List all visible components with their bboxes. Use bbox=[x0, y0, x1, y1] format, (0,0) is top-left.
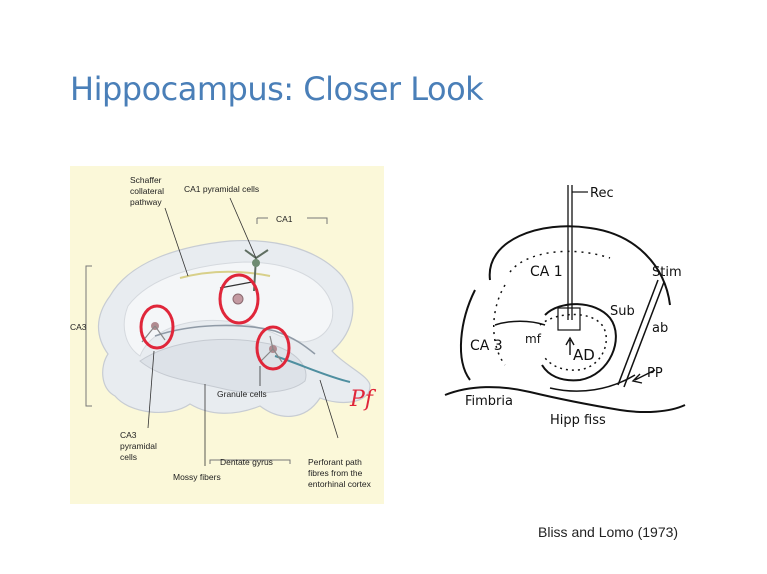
schaffer-label-2: collateral bbox=[130, 186, 164, 196]
stim-label: Stim bbox=[652, 265, 682, 280]
left-outline bbox=[461, 290, 475, 380]
outer-outline bbox=[490, 226, 670, 305]
dentate-gyrus-outline bbox=[542, 304, 616, 380]
hipp-fiss-label: Hipp fiss bbox=[550, 413, 606, 428]
slide-title: Hippocampus: Closer Look bbox=[70, 70, 483, 108]
perforant-label-2: fibres from the bbox=[308, 468, 363, 478]
ca3-region-label: CA 3 bbox=[470, 338, 503, 354]
rec-box bbox=[558, 308, 580, 330]
perforant-label-3: entorhinal cortex bbox=[308, 479, 372, 489]
rec-label: Rec bbox=[590, 186, 614, 201]
ca3-pyramidal-label-3: cells bbox=[120, 452, 137, 462]
perforant-label-1: Perforant path bbox=[308, 457, 362, 467]
schaffer-label-3: pathway bbox=[130, 197, 162, 207]
hipp-fissure-line bbox=[550, 375, 635, 391]
ca3-bracket bbox=[86, 266, 92, 406]
ca3-pyramidal-label-1: CA3 bbox=[120, 430, 137, 440]
citation: Bliss and Lomo (1973) bbox=[538, 524, 678, 540]
schaffer-label-1: Schaffer bbox=[130, 175, 162, 185]
mossy-fiber-line bbox=[495, 321, 545, 325]
fimbria-label: Fimbria bbox=[465, 394, 513, 409]
ca1-label: CA1 bbox=[276, 214, 293, 224]
ab-label: ab bbox=[652, 321, 668, 336]
bliss-lomo-schematic: Rec Stim CA 1 Sub ab CA 3 mf AD PP Fimbr… bbox=[430, 180, 690, 430]
dentate-gyrus-label: Dentate gyrus bbox=[220, 457, 273, 467]
bliss-lomo-schematic-svg: Rec Stim CA 1 Sub ab CA 3 mf AD PP Fimbr… bbox=[430, 180, 690, 430]
ad-label: AD bbox=[573, 346, 595, 364]
mf-label: mf bbox=[525, 332, 542, 346]
mossy-fibers-label: Mossy fibers bbox=[173, 472, 221, 482]
ca1-region-label: CA 1 bbox=[530, 264, 563, 280]
sub-label: Sub bbox=[610, 304, 635, 319]
ca1-small-cell bbox=[233, 294, 243, 304]
ca1-pyramidal-label: CA1 pyramidal cells bbox=[184, 184, 259, 194]
pp-label: PP bbox=[647, 366, 663, 381]
granule-cells-label: Granule cells bbox=[217, 389, 267, 399]
ca3-pyramidal-label-2: pyramidal bbox=[120, 441, 157, 451]
hippocampus-illustration: Schaffer collateral pathway CA1 pyramida… bbox=[70, 166, 384, 504]
ca3-label: CA3 bbox=[70, 322, 87, 332]
hippocampus-illustration-svg: Schaffer collateral pathway CA1 pyramida… bbox=[70, 166, 384, 504]
pf-annotation: Pf bbox=[349, 387, 377, 412]
